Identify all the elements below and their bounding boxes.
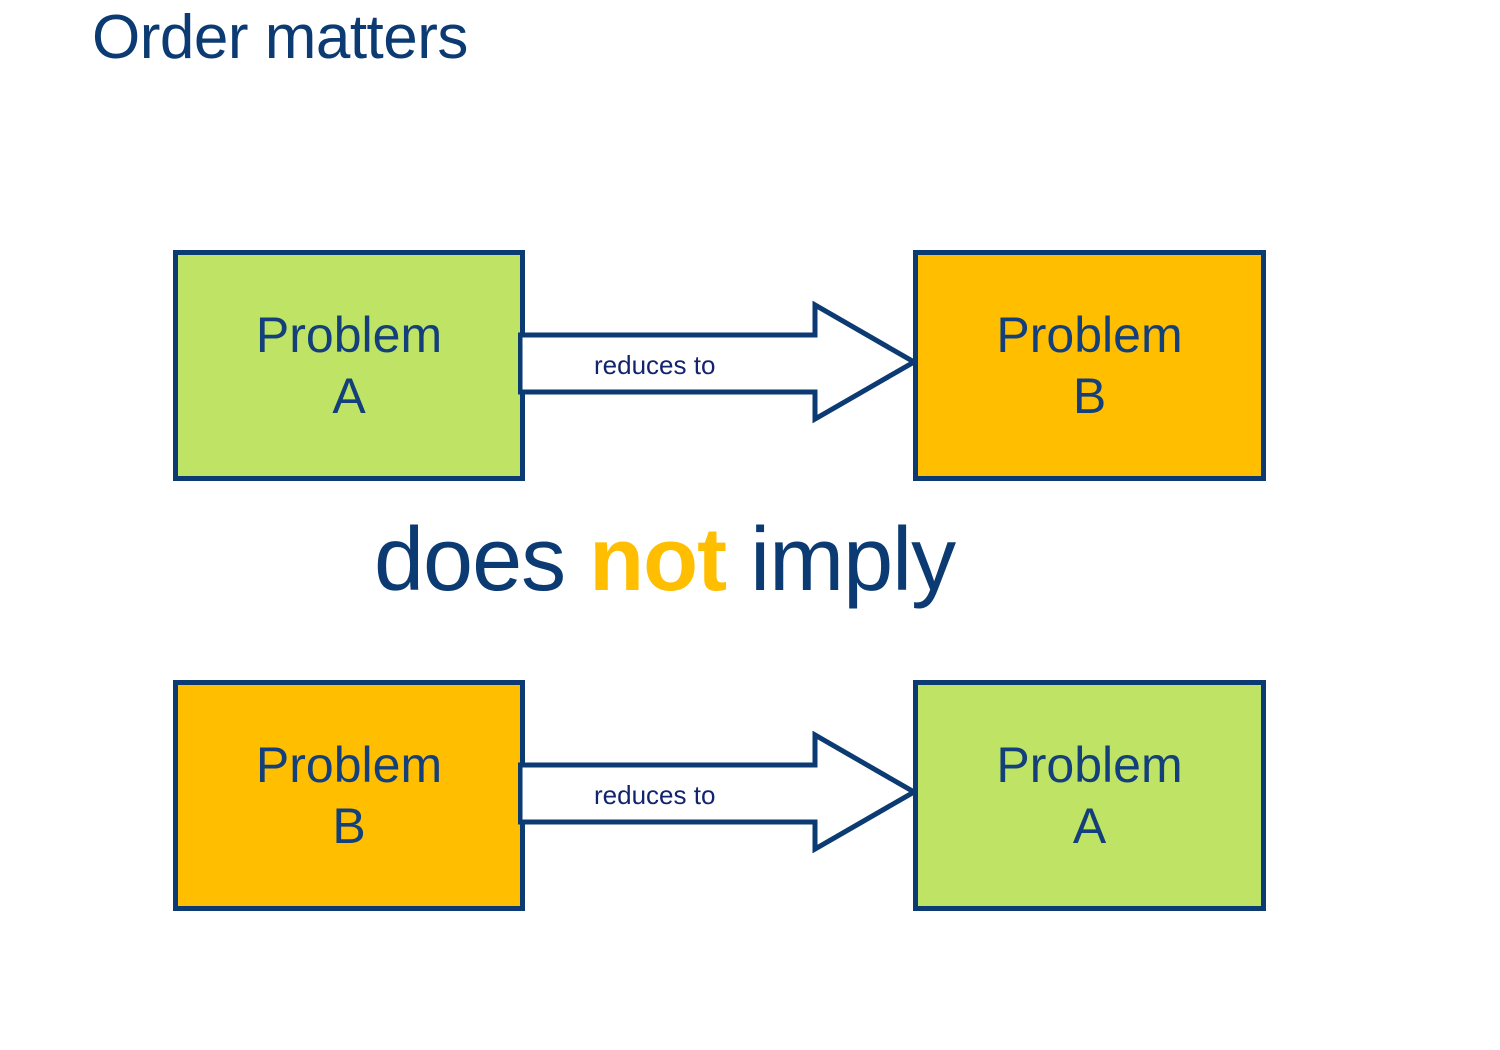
problem-box-b-top-line1: Problem [996,306,1183,363]
problem-box-b-top[interactable]: Problem B [913,250,1266,481]
problem-box-a-bottom-line1: Problem [996,736,1183,793]
problem-box-a-top-line1: Problem [255,306,443,363]
problem-box-b-top-text: Problem B [996,305,1182,427]
connector-phrase-after: imply [726,510,956,610]
reduces-to-arrow-top[interactable] [518,296,918,428]
block-arrow-right-icon [518,300,918,424]
connector-phrase: does not imply [374,510,956,610]
connector-phrase-emphasis: not [589,510,727,610]
problem-box-a-bottom-line2: A [1072,797,1107,854]
problem-box-a-top[interactable]: Problem A [173,250,525,481]
page-title: Order matters [92,3,468,72]
problem-box-b-bottom-line2: B [332,797,366,854]
problem-box-b-top-line2: B [1072,367,1107,424]
problem-box-a-bottom-text: Problem A [996,735,1182,857]
connector-phrase-before: does [374,510,590,610]
reduces-to-arrow-bottom[interactable] [518,726,918,858]
reduces-to-label-bottom: reduces to [594,780,716,810]
problem-box-a-top-line2: A [332,367,366,424]
problem-box-b-bottom-text: Problem B [256,735,442,857]
problem-box-b-bottom[interactable]: Problem B [173,680,525,911]
block-arrow-right-icon [518,730,918,854]
problem-box-b-bottom-line1: Problem [255,736,443,793]
problem-box-a-top-text: Problem A [256,305,442,427]
problem-box-a-bottom[interactable]: Problem A [913,680,1266,911]
reduces-to-label-top: reduces to [594,350,716,380]
